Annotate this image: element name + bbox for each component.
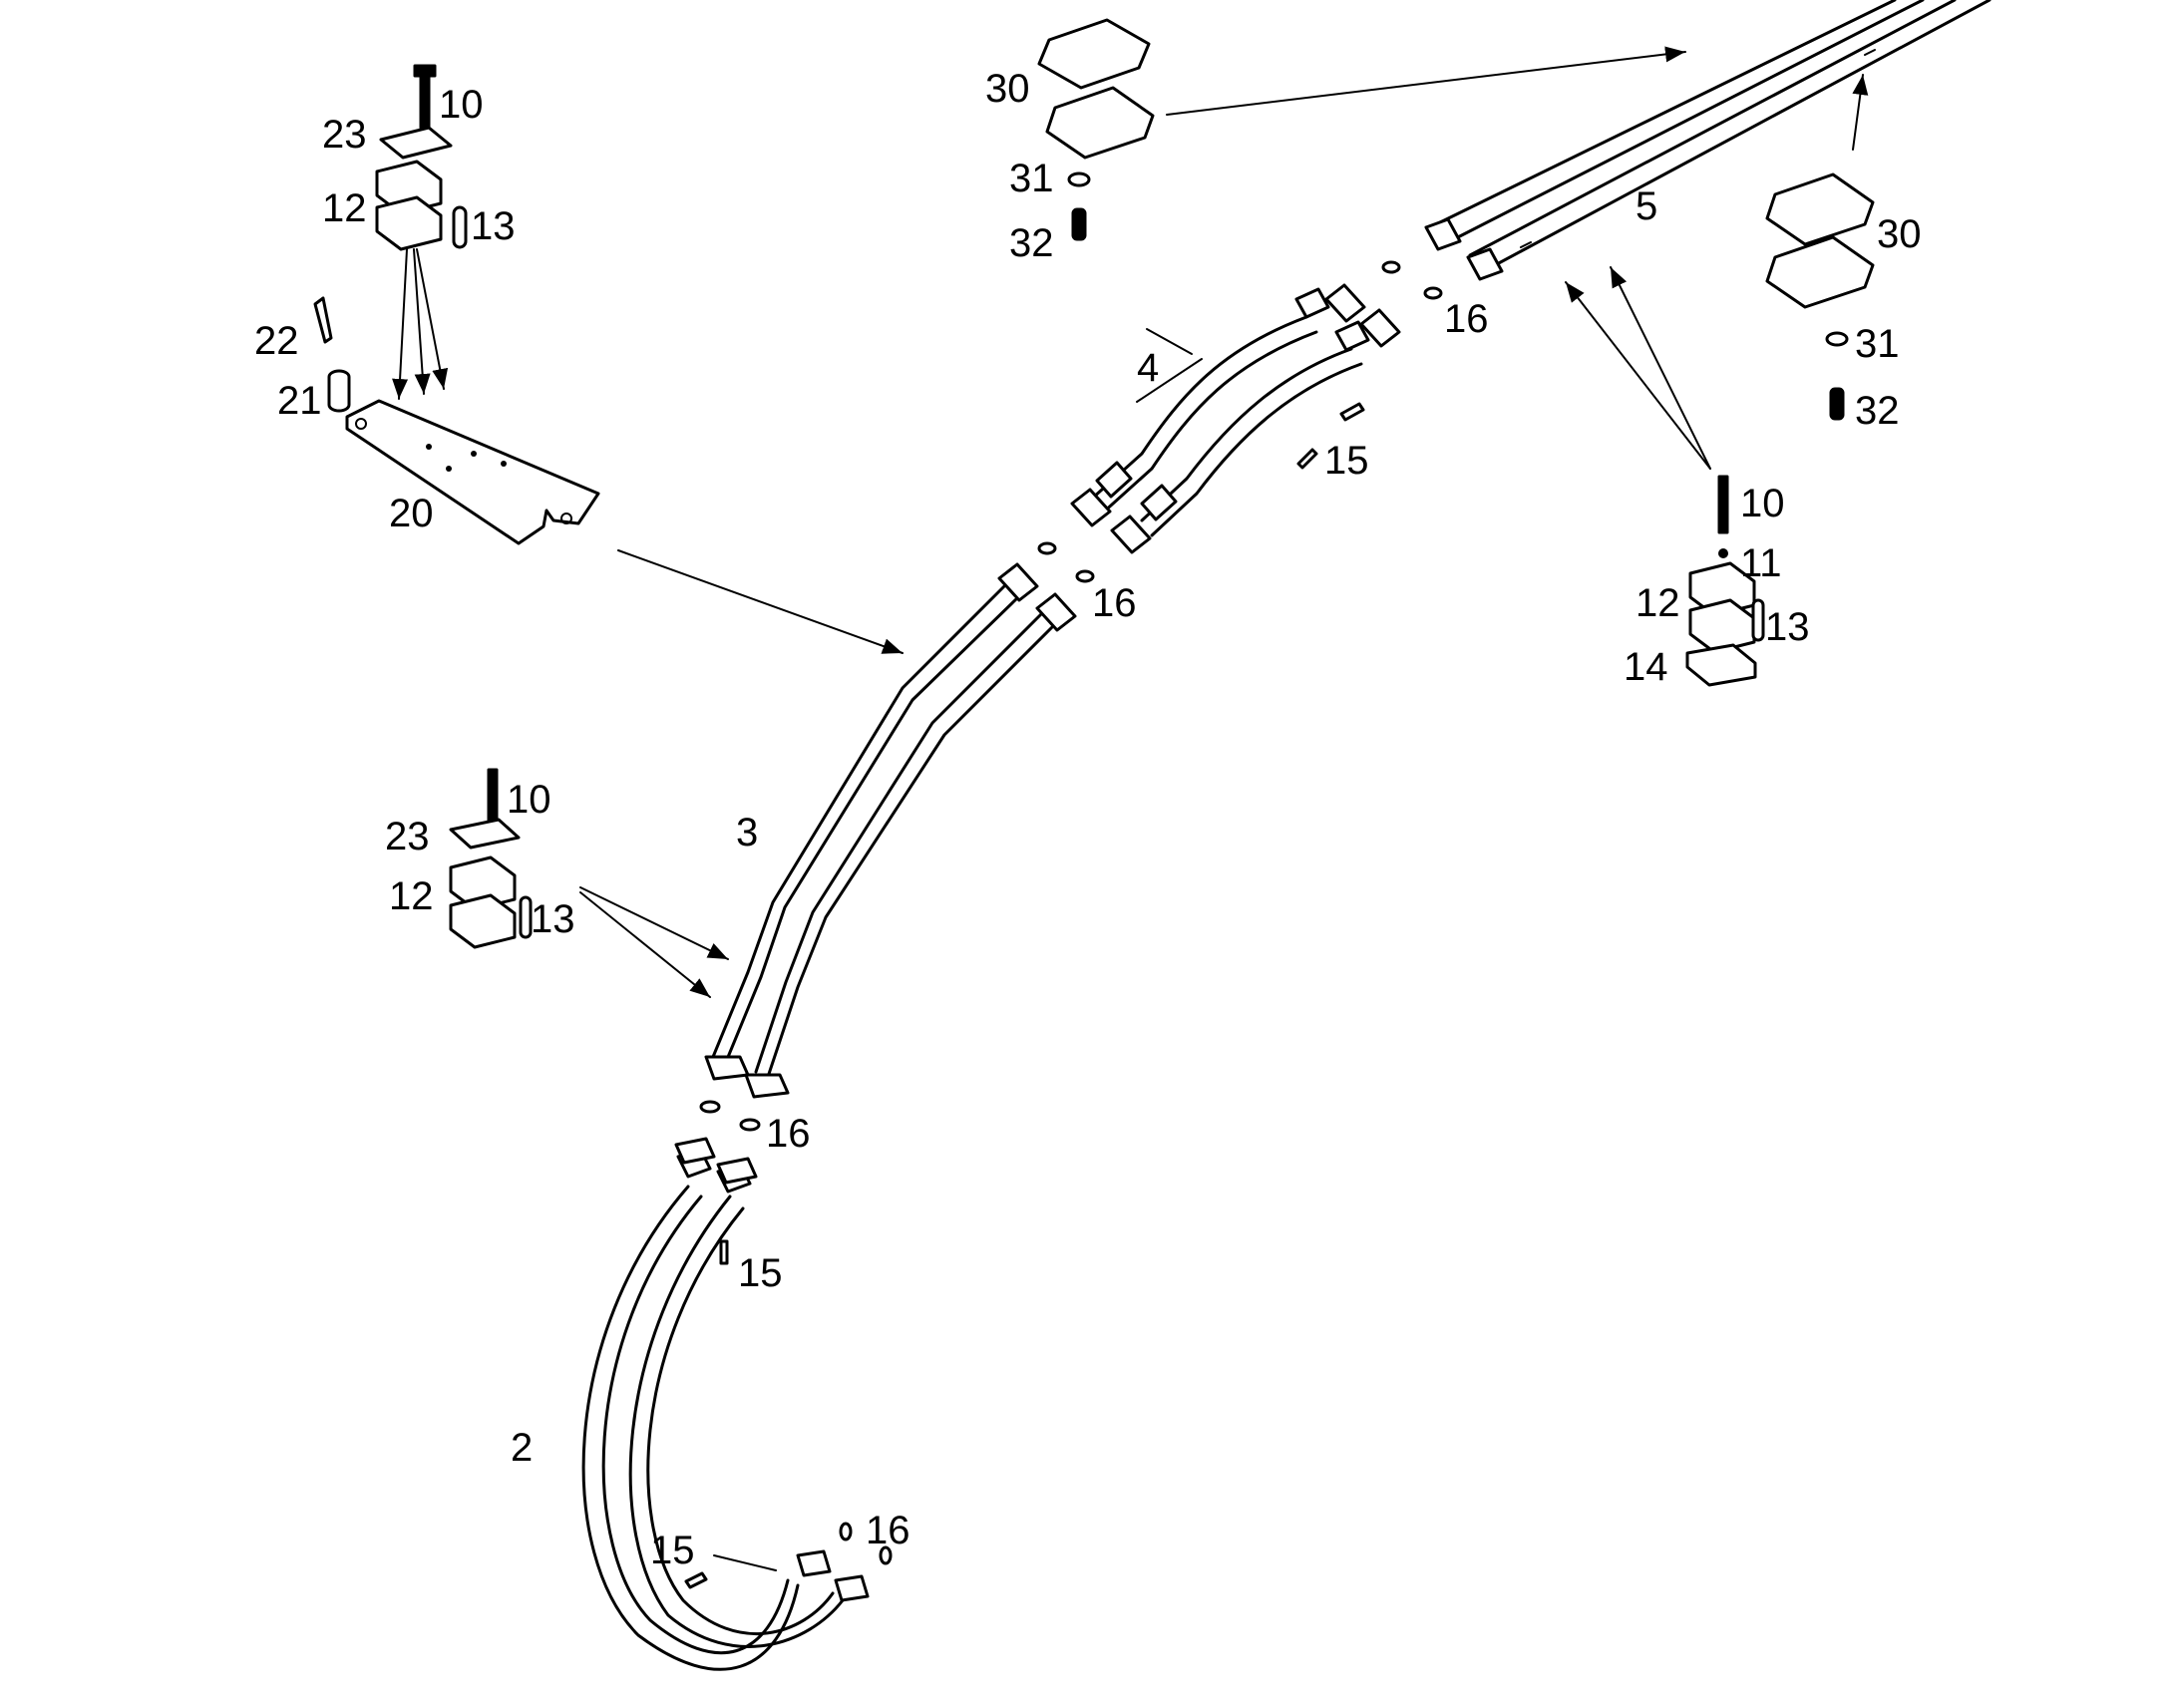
callout-saddle-30-a: 30	[985, 67, 1030, 111]
saddle-group-top	[1037, 18, 1686, 241]
callout-spacer-21: 21	[277, 379, 322, 423]
callout-hose-2: 2	[511, 1426, 533, 1470]
callout-cover-23-a: 23	[322, 113, 367, 157]
clamp-group-left	[449, 768, 729, 998]
callout-screw-15-c: 15	[650, 1529, 695, 1572]
callout-pin-13-a: 13	[471, 204, 516, 248]
clamp-group-right	[1565, 266, 1765, 687]
callout-hose-4: 4	[1137, 346, 1159, 390]
callout-clamp-12-b: 12	[389, 874, 434, 918]
hose-2	[581, 1147, 845, 1671]
callout-bolt-10-b: 10	[507, 778, 551, 822]
bracket-leader-arrow	[617, 549, 904, 654]
screws-15	[684, 328, 1365, 1589]
callout-cover-23-b: 23	[385, 815, 430, 858]
callout-plate-14: 14	[1624, 645, 1668, 689]
callout-oring-16-a: 16	[1092, 581, 1137, 625]
clamp-group-top-left	[375, 64, 468, 251]
callout-washer-31-a: 31	[1009, 157, 1054, 200]
callout-clamp-12-c: 12	[1635, 581, 1680, 625]
callout-bolt-22: 22	[254, 319, 299, 363]
callout-labels: 2 3 4 5 10 23 12 13 22 21 20 10 23 12 13…	[254, 67, 1922, 1572]
callout-bolt-10-a: 10	[439, 83, 484, 127]
pipe-5	[1434, 0, 1992, 274]
bracket-20	[313, 248, 600, 545]
callout-clamp-12-a: 12	[322, 186, 367, 230]
callout-screw-15-b: 15	[738, 1251, 783, 1295]
pipe-3	[711, 581, 1056, 1079]
callout-oring-16-d: 16	[866, 1509, 910, 1552]
callout-pipe-5: 5	[1635, 184, 1657, 228]
saddle-group-right	[1765, 74, 1875, 421]
callout-saddle-30-b: 30	[1877, 212, 1922, 256]
o-rings	[699, 260, 1443, 1565]
fittings	[674, 217, 1504, 1602]
callout-screw-15-a: 15	[1324, 439, 1369, 483]
callout-pin-13-c: 13	[1765, 605, 1810, 649]
callout-pin-13-b: 13	[531, 897, 575, 941]
callout-bracket-20: 20	[389, 492, 434, 535]
callout-bolt-10-c: 10	[1740, 482, 1785, 525]
callout-bolt-32-b: 32	[1855, 389, 1900, 433]
callout-pipe-3: 3	[736, 811, 758, 854]
callout-oring-16-b: 16	[1444, 297, 1489, 341]
callout-washer-31-b: 31	[1855, 322, 1900, 366]
callout-bolt-32-a: 32	[1009, 221, 1054, 265]
callout-oring-16-c: 16	[766, 1112, 811, 1156]
callout-washer-11: 11	[1740, 541, 1782, 585]
hose-4	[1090, 287, 1370, 537]
